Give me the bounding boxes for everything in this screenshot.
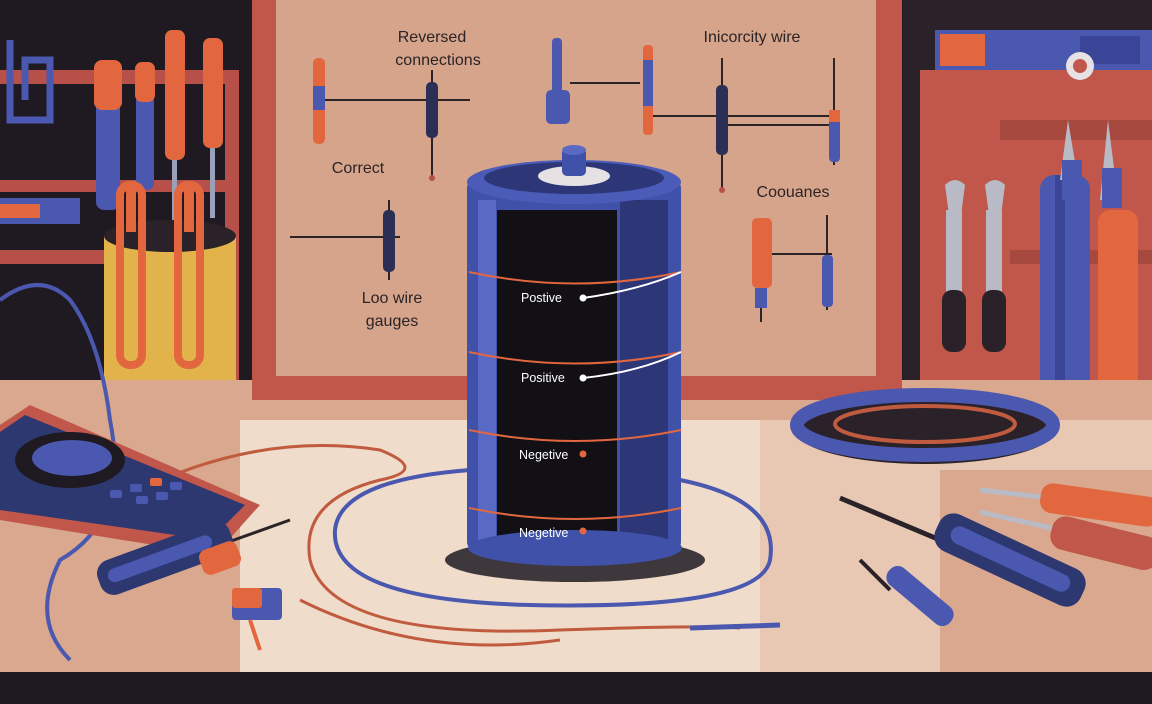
board-probes bbox=[313, 38, 840, 322]
battery-band-1: Postive bbox=[521, 291, 562, 305]
label-reversed-line1: Reversed bbox=[398, 29, 466, 46]
soldering-iron bbox=[97, 518, 291, 595]
battery-band-3: Negetive bbox=[519, 448, 568, 462]
label-wire-gauges-line2: gauges bbox=[366, 313, 419, 330]
wire-coil bbox=[790, 388, 1060, 464]
connector-plug bbox=[232, 588, 781, 651]
battery: Postive Positive Negetive Negetive bbox=[445, 145, 705, 582]
multimeter bbox=[0, 405, 260, 555]
desk-screwdrivers bbox=[839, 483, 1152, 627]
label-reversed-line2: connections bbox=[395, 52, 480, 69]
hanging-screwdrivers bbox=[94, 30, 223, 220]
label-correct: Correct bbox=[332, 160, 385, 177]
label-incorrect-wire: Inicorcity wire bbox=[704, 29, 801, 46]
label-coouanes: Coouanes bbox=[757, 184, 830, 201]
battery-band-2: Positive bbox=[521, 371, 565, 385]
tool-cup bbox=[104, 181, 236, 410]
pliers bbox=[1040, 120, 1138, 395]
board-connection-lines bbox=[290, 82, 835, 255]
board-labels: Reversed connections Inicorcity wire Cor… bbox=[332, 29, 830, 330]
wrenches bbox=[942, 180, 1006, 352]
cables bbox=[0, 283, 773, 662]
label-wire-gauges-line1: Loo wire bbox=[362, 290, 423, 307]
battery-band-4: Negetive bbox=[519, 526, 568, 540]
